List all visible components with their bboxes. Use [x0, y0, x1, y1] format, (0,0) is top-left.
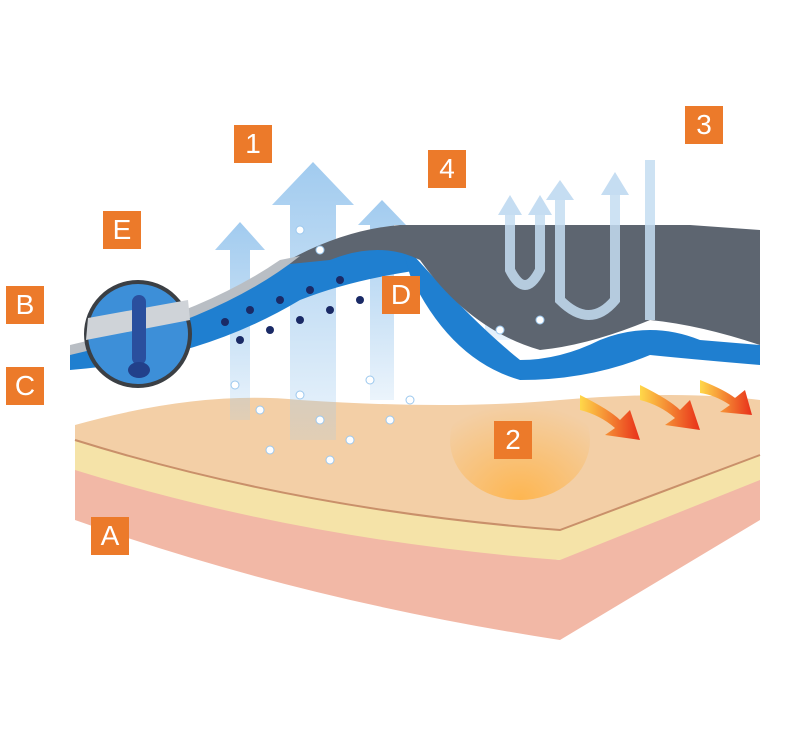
- dermis-layer: [75, 460, 560, 640]
- pores: [221, 276, 364, 344]
- heat-arrows: [580, 380, 752, 440]
- magnifier-circle: [84, 280, 192, 388]
- label-2: 2: [494, 421, 532, 459]
- moisture-bubbles: [230, 225, 545, 465]
- skin-block: [74, 395, 761, 640]
- label-b: B: [6, 286, 44, 324]
- label-c: C: [6, 367, 44, 405]
- label-3: 3: [685, 106, 723, 144]
- air-flow-arrows: [505, 160, 655, 320]
- label-a: A: [91, 517, 129, 555]
- label-e: E: [103, 211, 141, 249]
- label-4: 4: [428, 150, 466, 188]
- arrowheads: [498, 172, 629, 215]
- label-d: D: [382, 276, 420, 314]
- vapor-arrow-icon: [272, 162, 354, 440]
- label-1: 1: [234, 125, 272, 163]
